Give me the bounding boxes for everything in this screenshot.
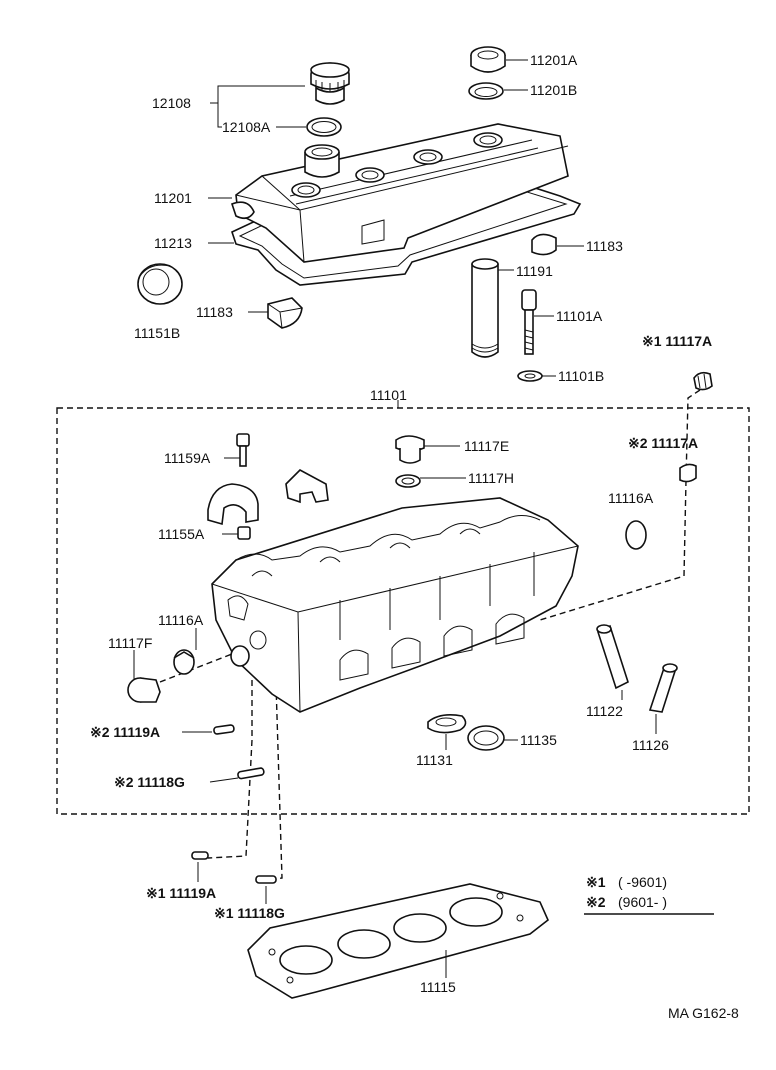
part-11118G-pin-2 xyxy=(237,767,265,780)
label-11135: 11135 xyxy=(520,732,557,748)
legend: ※1 ( -9601) ※2 (9601- ) xyxy=(584,874,714,915)
label-11122: 11122 xyxy=(586,703,623,719)
part-11115-head-gasket xyxy=(247,883,549,999)
part-11201A-cap xyxy=(470,46,506,73)
label-11116A-right: 11116A xyxy=(608,490,654,506)
part-11117F-plug xyxy=(127,677,161,703)
label-12108A: 12108A xyxy=(222,119,271,135)
part-11126-guide xyxy=(648,663,678,713)
part-11117H-ring xyxy=(395,474,421,488)
assembly-boundary xyxy=(56,407,750,815)
label-11117A-1: ※1 11117A xyxy=(642,333,712,349)
label-11101A: 11101A xyxy=(556,308,603,324)
part-12108A-gasket xyxy=(306,117,342,137)
part-11101A-bolt xyxy=(521,289,537,355)
label-11101: 11101 xyxy=(370,387,407,403)
label-11116A-left: 11116A xyxy=(158,612,204,628)
legend-range-1: ( -9601) xyxy=(618,874,667,890)
label-11119A-2: ※2 11119A xyxy=(90,724,160,740)
label-11117E: 11117E xyxy=(464,438,509,454)
label-11159A: 11159A xyxy=(164,450,211,466)
part-11116A-right-plug xyxy=(625,520,647,550)
part-11117A-plug-1 xyxy=(693,371,713,391)
legend-mark-2: ※2 xyxy=(586,894,606,910)
label-11118G-1: ※1 11118G xyxy=(214,905,285,921)
part-11117A-plug-2 xyxy=(679,463,697,483)
part-12108-cap xyxy=(310,62,350,105)
label-11126: 11126 xyxy=(632,737,669,753)
legend-mark-1: ※1 xyxy=(586,874,606,890)
part-11118G-pin-1 xyxy=(255,875,277,884)
label-11117H: 11117H xyxy=(468,470,514,486)
part-11159A-bolt xyxy=(236,433,250,467)
label-11117F: 11117F xyxy=(108,635,152,651)
part-11135-gasket xyxy=(467,725,505,751)
label-11191: 11191 xyxy=(516,263,553,279)
label-11183-right: 11183 xyxy=(586,238,623,254)
part-cylinder-head xyxy=(211,497,579,713)
part-11201B-gasket xyxy=(468,82,504,100)
part-11183-right-plug xyxy=(531,233,557,256)
label-11131: 11131 xyxy=(416,752,453,768)
label-11155A: 11155A xyxy=(158,526,205,542)
part-11131-gasket xyxy=(427,714,467,734)
diagram-code: MA G162-8 xyxy=(668,1005,739,1021)
label-11201B: 11201B xyxy=(530,82,577,98)
part-11119A-pin-1 xyxy=(191,851,209,860)
label-11201A: 11201A xyxy=(530,52,578,68)
label-11201: 11201 xyxy=(154,190,192,206)
part-11191-tube xyxy=(471,258,499,358)
label-11117A-2: ※2 11117A xyxy=(628,435,698,451)
label-11118G-2: ※2 11118G xyxy=(114,774,185,790)
legend-range-2: (9601- ) xyxy=(618,894,667,910)
part-bearing-cap-2 xyxy=(285,469,329,504)
part-11101B-washer xyxy=(517,370,543,382)
label-11119A-1: ※1 11119A xyxy=(146,885,216,901)
part-11183-left-plug xyxy=(267,297,303,329)
part-11122-guide xyxy=(596,624,629,690)
label-11101B: 11101B xyxy=(558,368,604,384)
label-12108: 12108 xyxy=(152,95,191,111)
part-11116A-left-plug xyxy=(173,649,195,675)
part-11117E-plug xyxy=(395,435,425,464)
part-11119A-pin-2 xyxy=(213,724,235,735)
part-11151B-seal xyxy=(137,263,183,305)
part-11155A-pin xyxy=(237,526,251,540)
label-11115: 11115 xyxy=(420,979,456,995)
label-11213: 11213 xyxy=(154,235,192,251)
part-11201-head-cover xyxy=(230,123,569,263)
label-11151B: 11151B xyxy=(134,325,180,341)
label-11183-left: 11183 xyxy=(196,304,233,320)
part-bearing-cap-1 xyxy=(207,483,259,526)
